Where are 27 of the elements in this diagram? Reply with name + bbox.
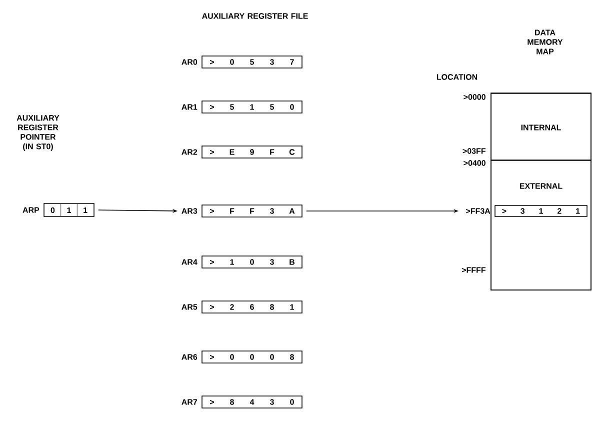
address-label: >FFFF xyxy=(462,267,486,273)
register-name: >FF3A xyxy=(466,208,490,214)
register-name: AR0 xyxy=(182,59,198,65)
register-name: AR1 xyxy=(182,104,198,110)
address-label: >0400 xyxy=(464,160,486,166)
register-name: AR4 xyxy=(182,259,198,265)
register-box: > 3 1 2 1 xyxy=(494,205,588,217)
pointer-heading: AUXILIARY REGISTER POINTER (IN ST0) xyxy=(16,115,60,151)
register-box: > 2 6 8 1 xyxy=(202,300,302,314)
register-box: > 8 4 3 0 xyxy=(202,396,302,408)
register-box: > 0 5 3 7 xyxy=(202,56,302,68)
register-name: AR3 xyxy=(182,208,198,214)
register-box: > 1 0 3 B xyxy=(202,256,302,268)
memory-region: INTERNAL xyxy=(490,93,592,161)
register-box: > 5 1 5 0 xyxy=(202,100,302,114)
location-heading: LOCATION xyxy=(436,74,478,80)
register-box: > F F 3 A xyxy=(202,204,302,218)
register-file-heading: AUXILIARY REGISTER FILE xyxy=(202,13,308,19)
register-name: AR7 xyxy=(182,399,198,405)
register-name: AR5 xyxy=(182,304,198,310)
register-box: 0 1 1 xyxy=(44,203,94,217)
register-box: > 0 0 0 8 xyxy=(202,350,302,364)
register-name: AR2 xyxy=(182,149,198,155)
register-box: > E 9 F C xyxy=(202,146,302,158)
register-name: ARP xyxy=(22,207,40,213)
register-name: AR6 xyxy=(182,354,198,360)
memory-map-heading: DATA MEMORY MAP xyxy=(528,30,563,54)
